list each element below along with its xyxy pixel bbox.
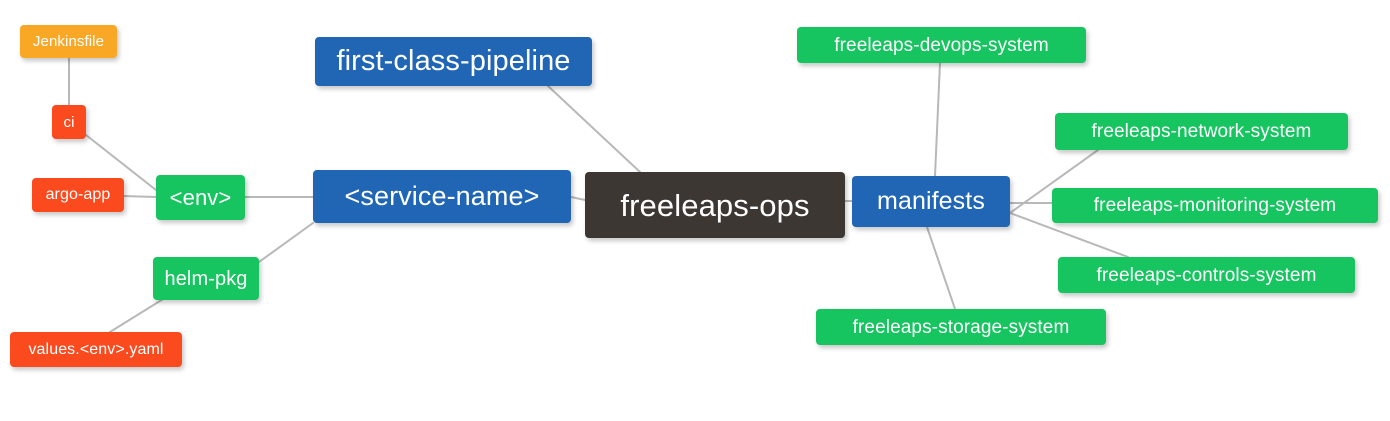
- node-label-helm-pkg: helm-pkg: [164, 267, 248, 290]
- node-label-jenkinsfile: Jenkinsfile: [32, 33, 105, 50]
- node-label-values-yaml: values.<env>.yaml: [28, 340, 164, 358]
- node-devops-system[interactable]: freeleaps-devops-system: [797, 27, 1086, 63]
- node-jenkinsfile[interactable]: Jenkinsfile: [20, 25, 117, 58]
- node-freeleaps-ops[interactable]: freeleaps-ops: [585, 172, 845, 238]
- node-label-monitoring-system: freeleaps-monitoring-system: [1093, 195, 1337, 216]
- edge-service-name-to-helm-pkg: [258, 222, 314, 263]
- node-label-devops-system: freeleaps-devops-system: [834, 34, 1049, 56]
- edge-helm-pkg-to-values-yaml: [109, 295, 169, 333]
- node-first-class-pipeline[interactable]: first-class-pipeline: [315, 37, 592, 86]
- node-label-manifests: manifests: [877, 187, 985, 215]
- node-label-storage-system: freeleaps-storage-system: [852, 316, 1070, 338]
- node-storage-system[interactable]: freeleaps-storage-system: [816, 309, 1106, 345]
- node-label-argo-app: argo-app: [45, 186, 111, 203]
- node-label-controls-system: freeleaps-controls-system: [1096, 264, 1317, 286]
- node-label-service-name: <service-name>: [344, 181, 540, 211]
- edge-first-class-pipeline-to-freeleaps-ops: [547, 85, 641, 173]
- node-network-system[interactable]: freeleaps-network-system: [1055, 113, 1348, 150]
- edge-manifests-to-storage-system: [926, 226, 956, 310]
- node-label-first-class-pipeline: first-class-pipeline: [336, 45, 571, 77]
- edge-service-name-to-freeleaps-ops: [570, 196, 586, 201]
- node-controls-system[interactable]: freeleaps-controls-system: [1058, 257, 1355, 293]
- edge-argo-app-to-env: [123, 195, 157, 198]
- node-label-env: <env>: [169, 184, 232, 210]
- node-manifests[interactable]: manifests: [852, 176, 1010, 227]
- edge-manifests-to-devops-system: [934, 62, 941, 177]
- node-values-yaml[interactable]: values.<env>.yaml: [10, 332, 182, 367]
- node-label-freeleaps-ops: freeleaps-ops: [620, 187, 810, 223]
- node-service-name[interactable]: <service-name>: [313, 170, 571, 223]
- node-helm-pkg[interactable]: helm-pkg: [153, 257, 259, 300]
- node-label-ci: ci: [63, 113, 75, 131]
- node-env[interactable]: <env>: [156, 175, 245, 220]
- node-ci[interactable]: ci: [52, 105, 86, 139]
- node-monitoring-system[interactable]: freeleaps-monitoring-system: [1052, 188, 1378, 223]
- node-label-network-system: freeleaps-network-system: [1091, 121, 1312, 142]
- node-argo-app[interactable]: argo-app: [32, 178, 124, 212]
